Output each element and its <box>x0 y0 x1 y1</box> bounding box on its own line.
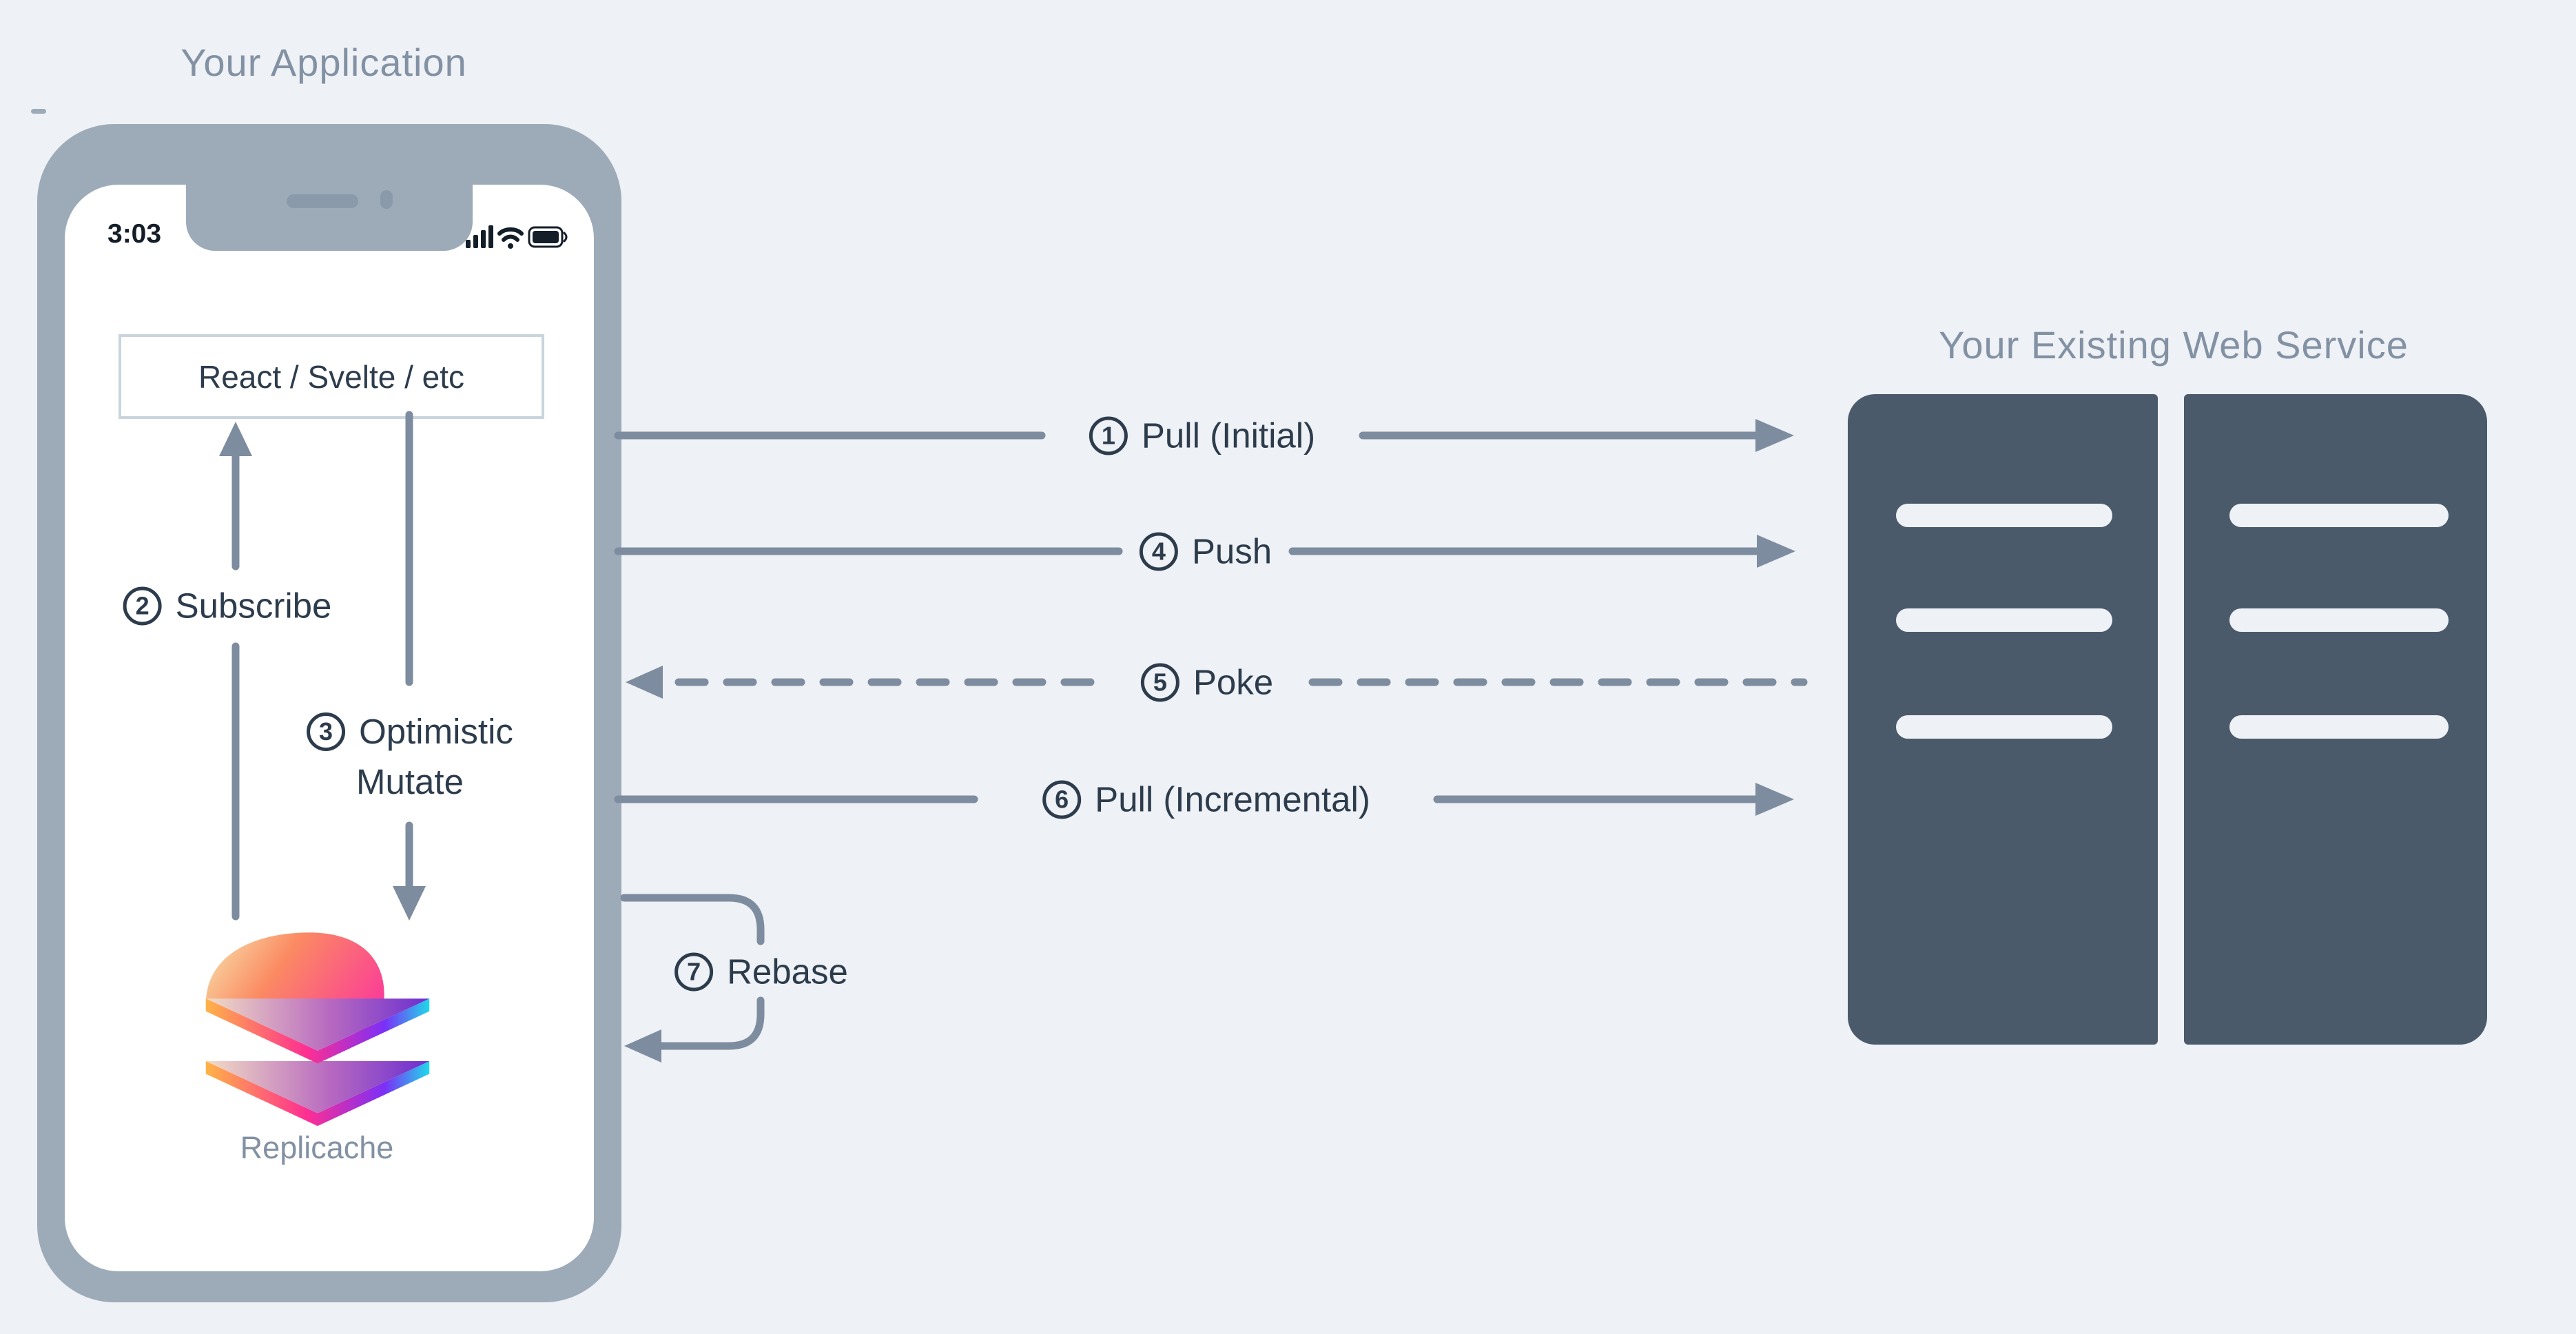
server-slot <box>1896 504 2112 527</box>
signal-icon <box>466 225 493 248</box>
wifi-dot <box>508 243 513 249</box>
service-section-title: Your Existing Web Service <box>1939 323 2409 367</box>
flow-label-text: Optimistic <box>359 712 513 751</box>
flow-label-rebase: 7 Rebase <box>674 952 848 992</box>
arrowhead-left-icon <box>626 666 663 699</box>
flow-number-badge: 5 <box>1140 663 1179 701</box>
ui-framework-box: React / Svelte / etc <box>119 334 544 419</box>
flow-number-badge: 7 <box>674 952 714 991</box>
flow-number-badge: 2 <box>123 586 162 625</box>
flow-number-badge: 3 <box>307 712 346 751</box>
flow-label-push: 4 Push <box>1139 531 1272 572</box>
arrowhead-left-icon <box>624 1029 661 1063</box>
ui-framework-label: React / Svelte / etc <box>198 358 465 395</box>
stray-mark <box>31 109 46 114</box>
app-section-title: Your Application <box>181 41 467 84</box>
flow-label-text: Pull (Incremental) <box>1095 779 1370 819</box>
status-icons <box>466 225 568 249</box>
web-service-servers <box>1848 394 2487 1045</box>
status-time: 3:03 <box>107 219 162 249</box>
battery-icon <box>528 226 568 248</box>
flow-number-badge: 6 <box>1042 780 1082 819</box>
arrowhead-right-icon <box>1755 419 1794 452</box>
server-tower <box>2184 394 2487 1045</box>
flow-label-pull-initial: 1 Pull (Initial) <box>1089 415 1315 456</box>
flow-label-pull-incremental: 6 Pull (Incremental) <box>1042 779 1370 820</box>
replicache-label: Replicache <box>240 1130 394 1165</box>
camera-icon <box>380 190 393 209</box>
server-tower <box>1848 394 2158 1045</box>
flow-label-text: Subscribe <box>175 586 332 626</box>
flow-label-poke: 5 Poke <box>1140 662 1274 703</box>
server-slot <box>2229 715 2449 739</box>
speaker-icon <box>287 194 358 208</box>
server-slot <box>2229 504 2449 527</box>
flow-label-text: Rebase <box>727 952 848 992</box>
flow-number-badge: 1 <box>1089 416 1128 455</box>
server-slot <box>2229 608 2449 632</box>
arrowhead-right-icon <box>1755 783 1794 816</box>
flow-number-badge: 4 <box>1139 532 1178 571</box>
replicache-logo <box>205 932 430 1127</box>
server-slot <box>1896 715 2112 739</box>
rebase-line <box>620 894 765 945</box>
flow-label-text: Mutate <box>356 762 464 801</box>
flow-label-subscribe: 2 Subscribe <box>123 586 332 626</box>
flow-label-text: Poke <box>1193 662 1274 702</box>
flow-label-text: Push <box>1191 531 1272 571</box>
flow-label-optimistic-mutate: 3 Optimistic Mutate <box>307 711 513 802</box>
server-slot <box>1896 608 2112 632</box>
arrowhead-right-icon <box>1757 535 1795 568</box>
wifi-icon <box>497 227 524 242</box>
flow-label-text: Pull (Initial) <box>1141 415 1316 455</box>
rebase-line <box>649 996 765 1050</box>
phone-notch <box>186 185 473 251</box>
